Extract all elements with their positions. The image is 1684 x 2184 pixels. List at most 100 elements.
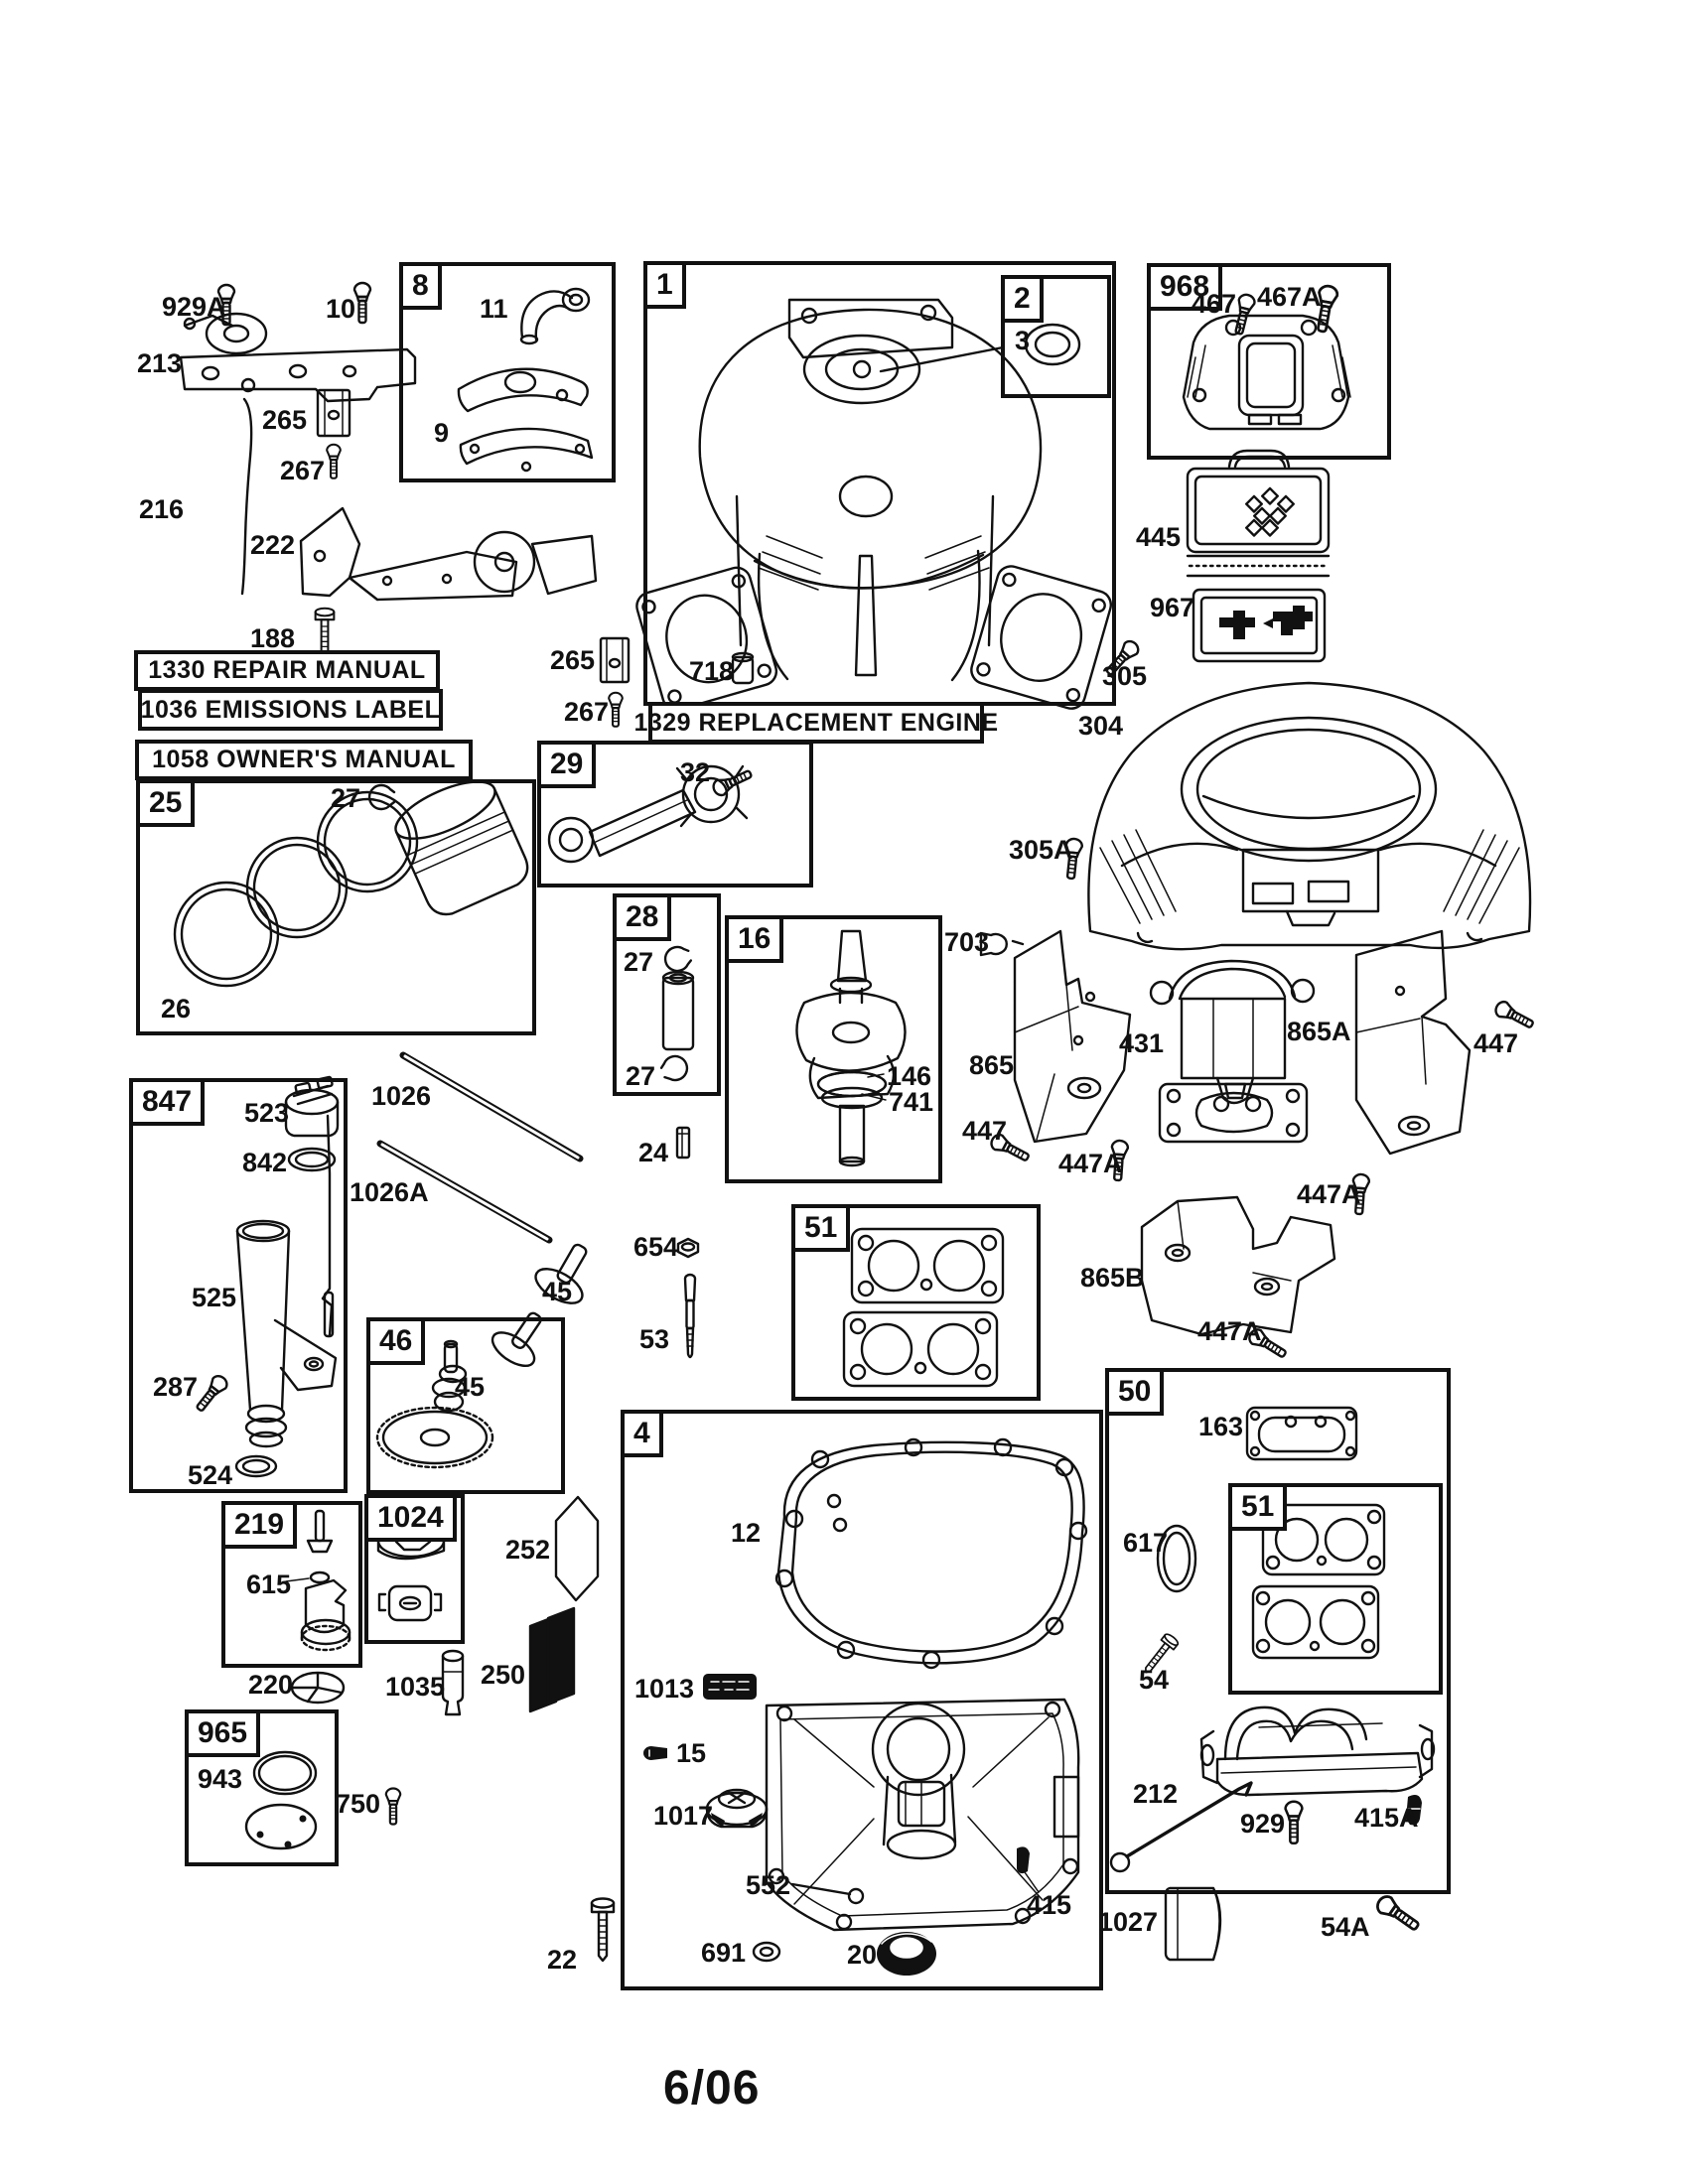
part-label-53-40: 53 bbox=[639, 1324, 670, 1354]
part-label-718-11: 718 bbox=[689, 656, 735, 686]
part-label-447-33: 447 bbox=[1474, 1028, 1519, 1058]
section-box-1024-12: 1024 bbox=[364, 1494, 465, 1644]
air-cleaner-cover-968-drawing bbox=[1182, 314, 1351, 431]
breather-265-drawing bbox=[316, 388, 351, 438]
part-label-967-17: 967 bbox=[1150, 593, 1195, 622]
bracket-431-drawing bbox=[1149, 959, 1316, 1144]
part-label-287-48: 287 bbox=[153, 1372, 199, 1402]
stud-53-drawing bbox=[683, 1273, 697, 1359]
oring-617-drawing bbox=[1156, 1524, 1197, 1593]
part-label-305-18: 305 bbox=[1102, 661, 1148, 691]
part-label-265-12: 265 bbox=[550, 645, 596, 675]
plug-415A-drawing bbox=[1406, 1795, 1422, 1826]
section-box-51-16: 51 bbox=[1228, 1483, 1443, 1695]
part-label-45-42: 45 bbox=[455, 1372, 486, 1402]
part-label-523-45: 523 bbox=[244, 1098, 290, 1128]
cylinder-assembly-drawing bbox=[635, 298, 1112, 712]
part-label-212-69: 212 bbox=[1133, 1779, 1179, 1809]
part-label-304-19: 304 bbox=[1078, 711, 1124, 741]
part-label-943-55: 943 bbox=[198, 1764, 243, 1794]
part-label-222-6: 222 bbox=[250, 530, 296, 560]
section-box-28-6: 28 bbox=[613, 893, 721, 1096]
part-label-1026A-44: 1026A bbox=[350, 1177, 429, 1207]
part-label-1013-58: 1013 bbox=[634, 1674, 695, 1704]
part-label-445-16: 445 bbox=[1136, 522, 1182, 552]
section-number-50: 50 bbox=[1105, 1368, 1165, 1416]
section-number-29: 29 bbox=[537, 741, 597, 788]
part-label-11-8: 11 bbox=[480, 294, 508, 324]
part-label-929A-0: 929A bbox=[162, 292, 226, 322]
part-label-552-61: 552 bbox=[746, 1870, 791, 1900]
section-box-51-8: 51 bbox=[791, 1204, 1041, 1401]
engine-sump-4-drawing bbox=[765, 1698, 1080, 1932]
filter-screens-250-drawing bbox=[528, 1606, 576, 1713]
clamp-703-drawing bbox=[979, 931, 1025, 957]
section-number-25: 25 bbox=[136, 779, 196, 827]
heat-shield-865B-drawing bbox=[1140, 1195, 1336, 1336]
page-footer-date: 6/06 bbox=[663, 2062, 761, 2115]
banner-replacement-engine: 1329 REPLACEMENT ENGINE bbox=[633, 702, 998, 744]
part-label-865B-37: 865B bbox=[1080, 1263, 1145, 1293]
governor-link-212-drawing bbox=[1109, 1781, 1253, 1873]
washer-524-drawing bbox=[234, 1454, 278, 1478]
label-1013-drawing bbox=[703, 1674, 757, 1700]
section-number-965: 965 bbox=[185, 1709, 261, 1757]
heat-shield-865A-drawing bbox=[1354, 929, 1472, 1156]
part-label-32-23: 32 bbox=[680, 757, 711, 787]
part-label-525-47: 525 bbox=[192, 1283, 237, 1312]
shaft-1035-drawing bbox=[441, 1649, 465, 1716]
part-label-703-29: 703 bbox=[944, 927, 990, 957]
dipstick-drawing bbox=[321, 1114, 335, 1338]
piston-and-rings-drawing bbox=[173, 780, 529, 988]
part-label-22-65: 22 bbox=[547, 1945, 578, 1975]
part-label-615-50: 615 bbox=[246, 1570, 292, 1599]
part-label-252-53: 252 bbox=[505, 1535, 551, 1565]
part-label-54A-73: 54A bbox=[1321, 1912, 1370, 1942]
section-number-968: 968 bbox=[1147, 263, 1223, 311]
part-label-27-25: 27 bbox=[626, 1061, 656, 1091]
part-label-865A-32: 865A bbox=[1287, 1017, 1351, 1046]
air-filter-445-drawing bbox=[1186, 449, 1331, 578]
section-number-1: 1 bbox=[643, 261, 686, 309]
part-label-305A-20: 305A bbox=[1009, 835, 1073, 865]
blower-housing-304-drawing bbox=[1087, 681, 1532, 951]
section-box-968-3: 968 bbox=[1147, 263, 1391, 460]
section-number-219: 219 bbox=[221, 1501, 298, 1549]
part-label-467A-15: 467A bbox=[1257, 282, 1322, 312]
breather-tube-11-drawing bbox=[519, 287, 591, 345]
part-label-617-67: 617 bbox=[1123, 1528, 1169, 1558]
section-box-219-11: 219 bbox=[221, 1501, 362, 1668]
section-number-847: 847 bbox=[129, 1078, 206, 1126]
part-label-447A-36: 447A bbox=[1297, 1179, 1361, 1209]
section-box-46-10: 46 bbox=[366, 1317, 565, 1494]
breather-valve-265-drawing bbox=[599, 636, 631, 684]
part-label-12-57: 12 bbox=[731, 1518, 762, 1548]
section-box-4-14: 4 bbox=[621, 1410, 1103, 1990]
part-label-220-51: 220 bbox=[248, 1670, 294, 1700]
foam-precleaner-967-drawing bbox=[1192, 588, 1327, 663]
crankshaft-16-drawing bbox=[795, 929, 907, 1167]
part-label-929-70: 929 bbox=[1240, 1809, 1286, 1839]
gaskets-51b-drawing bbox=[1251, 1503, 1386, 1660]
part-label-27-21: 27 bbox=[331, 783, 361, 813]
part-label-1035-52: 1035 bbox=[385, 1672, 446, 1702]
part-label-524-49: 524 bbox=[188, 1460, 233, 1490]
part-label-750-56: 750 bbox=[336, 1789, 381, 1819]
part-label-267-4: 267 bbox=[280, 456, 326, 485]
washer-691-drawing bbox=[752, 1941, 781, 1963]
section-number-28: 28 bbox=[613, 893, 672, 941]
plug-415-drawing bbox=[1017, 1846, 1040, 1893]
part-label-15-59: 15 bbox=[676, 1738, 707, 1768]
section-box-847-9: 847 bbox=[129, 1078, 348, 1493]
part-label-188-7: 188 bbox=[250, 623, 296, 653]
section-box-16-7: 16 bbox=[725, 915, 942, 1183]
throttle-wire-216-drawing bbox=[240, 397, 253, 596]
banner-emissions-label: 1036 EMISSIONS LABEL bbox=[138, 689, 443, 731]
part-label-1026-43: 1026 bbox=[371, 1081, 432, 1111]
section-box-2-2: 2 bbox=[1001, 275, 1111, 398]
part-label-27-24: 27 bbox=[624, 947, 654, 977]
